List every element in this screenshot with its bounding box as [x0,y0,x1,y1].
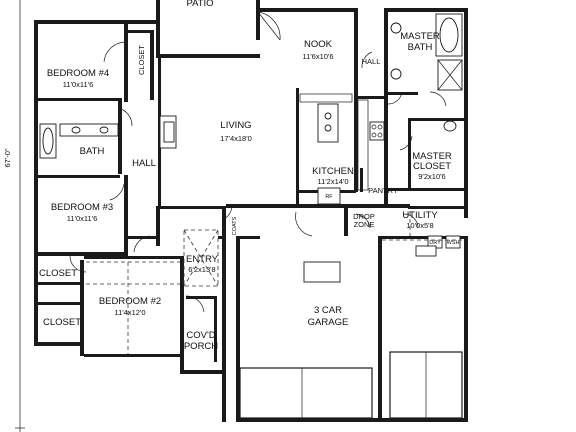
room-nook-dims: 11'6x10'6 [302,52,333,61]
doors [69,11,447,313]
room-kitchen-dims: 11'2x14'0 [317,177,348,186]
dimension-line [15,0,25,432]
overall-depth-dimension: 67'-0" [3,148,12,167]
room-entry-name: ENTRY [186,254,219,265]
room-bedroom2-dims: 11'4x12'0 [114,308,145,317]
room-hall-top-label: HALL [362,57,381,66]
room-garage-name: 3 CAR [314,305,342,316]
room-garage-name2: GARAGE [308,317,349,328]
room-covd-porch-name2: PORCH [184,341,218,352]
refrigerator-label: RF [325,194,333,200]
room-living-name: LIVING [220,120,251,131]
fixtures [39,13,463,419]
room-covd-porch-name: COV'D [186,330,215,341]
room-labels: PATIO BEDROOM #4 11'0x11'6 CLOSET NOOK 1… [3,0,459,352]
room-kitchen-name: KITCHEN [312,166,354,177]
room-bedroom4-dims: 11'0x11'6 [63,80,94,89]
room-master-bath-name2: BATH [408,42,433,53]
room-bedroom2-name: BEDROOM #2 [99,296,161,307]
room-pantry-label: PANTRY [368,186,398,195]
dryer-label: DRY [429,240,441,246]
room-utility-name: UTILITY [402,210,438,221]
room-nook-name: NOOK [304,39,333,50]
room-master-closet-name2: CLOSET [413,161,451,172]
room-patio-label: PATIO [186,0,213,9]
room-master-bath-name: MASTER [400,31,440,42]
room-entry-dims: 6'2x13'8 [188,265,215,274]
room-master-closet-dims: 9'2x10'6 [418,172,445,181]
room-bedroom3-name: BEDROOM #3 [51,202,113,213]
room-coats-label: COATS [232,216,238,235]
washer-label: WSH [447,240,460,246]
room-bath-label: BATH [80,146,105,157]
room-bedroom3-dims: 11'0x11'6 [67,214,98,223]
room-closet-br3-label: CLOSET [39,268,77,279]
room-closet-br2-label: CLOSET [43,317,81,328]
room-living-dims: 17'4x18'0 [220,134,252,143]
room-utility-dims: 10'0x5'8 [406,221,433,230]
walls [34,0,468,422]
room-hall-left-label: HALL [132,158,156,169]
room-master-closet-name: MASTER [412,151,452,162]
room-bedroom4-name: BEDROOM #4 [47,68,109,79]
room-drop-zone-name2: ZONE [354,220,375,229]
room-closet-br4-label: CLOSET [137,45,146,75]
room-drop-zone-name: DROP [353,212,375,221]
